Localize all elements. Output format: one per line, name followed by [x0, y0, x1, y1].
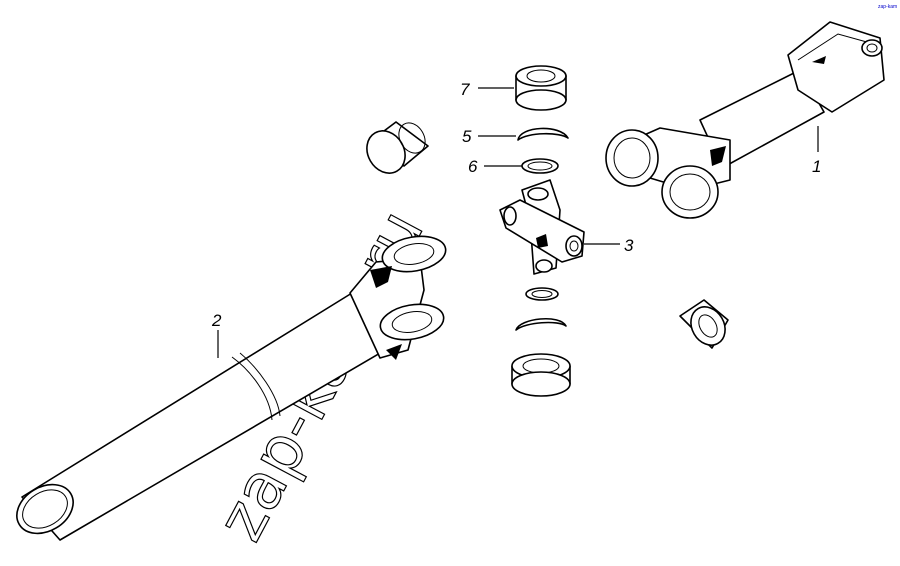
- snap-ring-top: [517, 127, 569, 141]
- callout-2: 2: [211, 311, 222, 330]
- shaft-tube-with-yoke: [16, 235, 447, 541]
- callout-5: 5: [462, 127, 472, 146]
- callout-7: 7: [460, 80, 470, 99]
- callout-6: 6: [468, 157, 478, 176]
- bearing-cup-bottom: [511, 353, 571, 397]
- snap-ring-bottom: [515, 317, 567, 331]
- corner-mark: zap-kam: [878, 4, 897, 10]
- callout-3: 3: [624, 236, 634, 255]
- bearing-cup-right: [679, 299, 729, 349]
- callout-1: 1: [812, 157, 821, 176]
- seal-ring-bottom-inner: [531, 290, 553, 298]
- seal-ring-bottom: [525, 287, 559, 301]
- seal-ring-top-inner: [527, 161, 553, 171]
- universal-joint-cross: [499, 179, 585, 275]
- seal-ring-top: [521, 158, 559, 174]
- sliding-yoke: [605, 21, 885, 219]
- bearing-cup-top: [515, 65, 567, 111]
- bearing-cup-left: [366, 121, 429, 174]
